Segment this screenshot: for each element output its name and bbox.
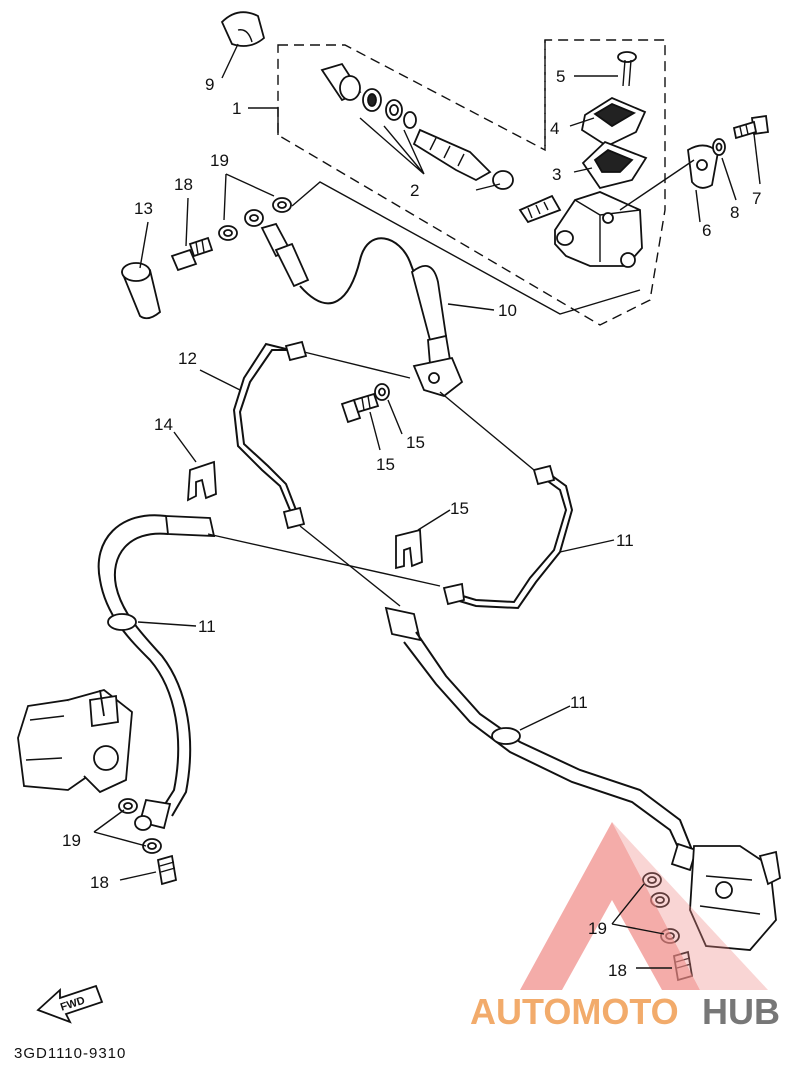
callout-19-left: 19 [62,831,81,850]
brake-hose-left [97,514,216,831]
drawing-code: 3GD1110-9310 [14,1045,126,1062]
hose-clip-right [395,528,423,570]
leader-lines [93,43,761,969]
boot-part [220,11,266,47]
reservoir-cap-part [581,140,648,190]
callout-15-left: 14 [154,415,173,434]
callout-18-right: 18 [608,961,627,980]
automotohub-watermark-text: AUTOMOTO HUB [470,991,780,1032]
callout-10: 10 [498,301,517,320]
automotohub-watermark-logo [520,822,768,990]
callout-16: 15 [376,455,395,474]
callout-11-left: 11 [198,617,216,636]
brake-hose-joint [412,334,464,397]
brake-hose-right [384,606,698,872]
right-brake-caliper [689,845,781,951]
callout-17: 15 [406,433,425,452]
copper-washer-part-17 [374,383,390,401]
watermark-automoto: AUTOMOTO [470,991,679,1032]
callout-18-left: 18 [90,873,109,892]
copper-washer-left-b [142,838,162,854]
callout-8: 8 [730,203,739,222]
callout-19-top: 19 [210,151,229,170]
callout-3: 3 [552,165,561,184]
copper-washer-top-a [218,225,238,241]
piston-kit-part [320,62,514,190]
callout-labels: 9 1 2 5 4 3 6 8 7 19 18 13 10 12 14 15 1… [62,67,761,980]
callout-15-right: 15 [450,499,469,518]
bolt-part-7 [732,114,770,140]
callout-19-right: 19 [588,919,607,938]
forward-direction-arrow: FWD [36,984,104,1024]
copper-washer-right-a [642,872,662,888]
callout-9: 9 [205,75,214,94]
screw-part [617,51,637,87]
master-cylinder-body [518,191,643,268]
callout-12: 11 [616,531,634,550]
brake-pipe-right [442,464,574,610]
callout-13: 12 [178,349,197,368]
master-cylinder-assembly-box [277,39,666,326]
washer-part-8 [712,138,726,156]
callout-1: 1 [232,99,241,118]
callout-4: 4 [550,119,559,138]
callout-14: 13 [134,199,153,218]
callout-6: 6 [702,221,711,240]
brake-pipe-left [232,340,308,530]
copper-washer-right-b [650,892,670,908]
union-bolt-part-top [170,236,214,272]
callout-18-top: 18 [174,175,193,194]
callout-11-right: 11 [570,693,588,712]
bleed-screw-left [156,854,178,886]
upper-brake-hose [244,209,448,342]
left-brake-caliper [17,689,133,794]
callout-2: 2 [410,181,419,200]
watermark-hub: HUB [702,991,780,1032]
callout-5: 5 [556,67,565,86]
hose-clip-left [186,460,217,502]
callout-7: 7 [752,189,761,208]
diaphragm-part [580,96,647,148]
copper-washer-top-b [272,197,292,213]
lever-boot-part [120,262,162,320]
holder-bracket-part [687,144,719,189]
union-bolt-part-16 [340,392,380,424]
